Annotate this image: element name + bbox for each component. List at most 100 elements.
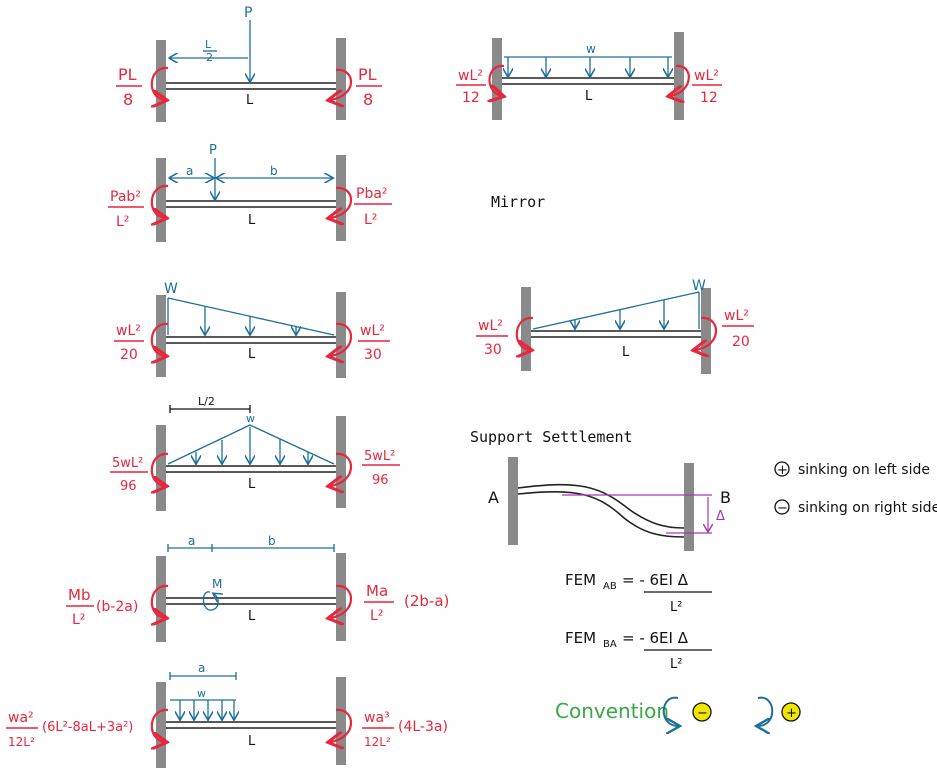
right-moment-arrow <box>670 64 690 96</box>
right-moment-den: 96 <box>372 473 389 488</box>
load-label: w <box>246 412 255 425</box>
right-wall <box>674 32 684 120</box>
settlement-title: Support Settlement <box>470 428 633 446</box>
load-top <box>167 297 335 336</box>
minus-symbol: − <box>777 501 788 516</box>
case-triangular-load-left: W L wL² 20 wL² 30 <box>114 281 390 378</box>
case-uniform-load: w L wL² 12 wL² 12 <box>456 32 722 120</box>
right-wall <box>336 553 346 641</box>
ccw-sign-circle <box>692 702 712 722</box>
right-moment-arrow <box>330 584 353 618</box>
left-moment-den: L² <box>72 612 85 628</box>
left-moment-tail: (b-2a) <box>96 599 138 615</box>
span-label: L <box>585 89 593 104</box>
case-point-load-offset: P a b L Pab² L² Pba² L² <box>108 143 392 242</box>
left-moment-arrow <box>150 584 168 618</box>
right-moment-arrow <box>695 316 718 350</box>
half-den: 2 <box>206 51 213 64</box>
left-moment-den: 20 <box>120 347 138 363</box>
case-applied-moment: a b M L Mb L² (b-2a) Ma L² (2b-a) <box>66 534 449 642</box>
right-moment-num: wL² <box>360 323 385 339</box>
a-label: a <box>198 661 205 675</box>
left-moment-num: Pab² <box>110 189 141 205</box>
load-top <box>532 291 700 330</box>
right-wall <box>336 38 346 120</box>
half-num: L <box>205 38 212 51</box>
mirror-label: Mirror <box>491 193 545 211</box>
convention: Convention − + <box>555 696 801 726</box>
node-a: A <box>488 488 499 507</box>
left-moment-num: wL² <box>478 318 503 334</box>
span-label: L <box>248 213 256 228</box>
cw-sign-circle <box>781 702 801 722</box>
right-wall <box>336 416 346 508</box>
cw-arrow-icon <box>758 696 774 726</box>
left-moment-num: wL² <box>458 68 483 84</box>
left-moment-den: 30 <box>484 342 502 358</box>
span-label: L <box>248 477 256 492</box>
left-moment-tail: (6L²-8aL+3a²) <box>42 720 133 735</box>
left-moment-arrow <box>150 66 168 100</box>
fem-ab-sub: AB <box>603 581 617 592</box>
fem-ab-lhs: FEM <box>565 571 596 589</box>
fem-ba-rhs: = - 6EI Δ <box>622 629 689 647</box>
deflected-beam-lower <box>517 491 685 538</box>
left-moment-arrow <box>150 708 168 742</box>
minus-text: sinking on right side <box>798 500 937 516</box>
left-moment-arrow <box>150 184 168 218</box>
right-moment-num: wa³ <box>364 710 390 726</box>
fem-ba-lhs: FEM <box>565 629 596 647</box>
left-wall <box>521 287 531 371</box>
span-label: L <box>248 347 256 362</box>
left-moment-num: wL² <box>116 323 141 339</box>
left-moment-den: 8 <box>123 90 133 109</box>
right-moment-arrow <box>330 708 353 742</box>
load-label: P <box>244 5 252 21</box>
span-label: L <box>248 734 256 749</box>
load-label: W <box>692 278 706 294</box>
right-moment-tail: (4L-3a) <box>398 719 448 735</box>
b-label: b <box>268 534 276 548</box>
span-label: L <box>246 93 254 108</box>
left-moment-den: 12 <box>462 90 480 106</box>
load-label: w <box>197 687 206 700</box>
load-triangle <box>167 424 335 465</box>
right-moment-num: wL² <box>694 68 719 84</box>
left-moment-den: 96 <box>120 479 137 494</box>
right-moment-num: Pba² <box>356 186 388 202</box>
right-moment-tail: (2b-a) <box>404 592 449 610</box>
plus-circle <box>774 461 790 477</box>
right-moment-arrow <box>330 452 353 486</box>
load-label: w <box>586 42 596 56</box>
left-wall <box>156 556 166 642</box>
deflected-beam <box>517 483 685 529</box>
right-moment-arrow <box>330 68 353 100</box>
b-label: b <box>270 164 278 178</box>
span-label: L <box>248 609 256 624</box>
left-wall <box>156 158 166 242</box>
case-partial-uniform-load: a w L wa² 12L² (6L²-8aL+3a²) wa³ 12L² (4… <box>6 661 448 768</box>
left-wall <box>156 295 166 377</box>
right-moment-den: 20 <box>732 334 750 350</box>
load-label: W <box>164 281 178 297</box>
load-label: P <box>209 143 217 158</box>
right-wall <box>336 292 346 378</box>
left-moment-arrow <box>515 316 533 350</box>
case-symmetric-triangle: L/2 w L 5wL² 96 5wL² 96 <box>110 395 400 511</box>
fem-ba-sub: BA <box>603 639 617 650</box>
right-moment-den: 30 <box>364 347 382 363</box>
case-point-load-mid: P L 2 L PL 8 PL 8 <box>116 5 382 122</box>
span-label: L <box>622 345 630 360</box>
minus-circle <box>774 499 790 515</box>
right-moment-num: 5wL² <box>364 449 395 464</box>
left-moment-den: L² <box>116 214 129 230</box>
moment-label: M <box>212 577 222 591</box>
right-moment-num: Ma <box>366 582 388 600</box>
left-wall <box>156 40 166 122</box>
fem-ab-den: L² <box>670 600 682 615</box>
left-wall <box>156 682 166 768</box>
plus-symbol: + <box>777 463 788 478</box>
right-moment-arrow <box>330 186 353 218</box>
left-moment-den: 12L² <box>8 735 35 749</box>
fem-ab-rhs: = - 6EI Δ <box>622 571 689 589</box>
